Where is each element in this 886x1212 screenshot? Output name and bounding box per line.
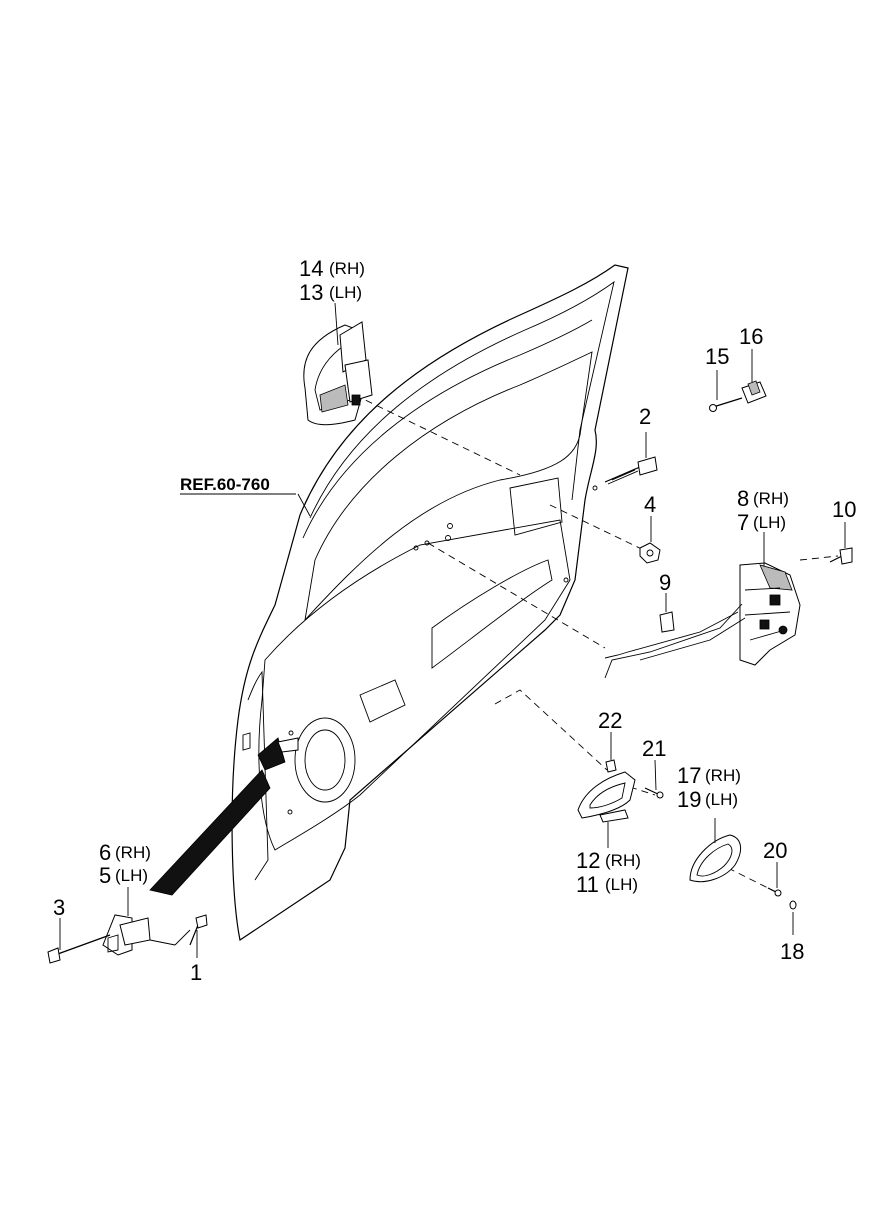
callout-8-7: 8 (RH) 7 (LH) (737, 486, 789, 535)
callout-number: 19 (677, 787, 701, 812)
bolt-2 (604, 456, 658, 485)
callout-15: 15 (705, 344, 729, 369)
inside-handle-lower (577, 759, 664, 823)
callout-number: 10 (832, 497, 856, 522)
callout-side: (LH) (115, 866, 148, 885)
callout-16: 16 (739, 324, 763, 349)
callout-20: 20 (763, 838, 787, 863)
callout-number: 8 (737, 486, 749, 511)
callout-number: 21 (642, 736, 666, 761)
callout-number: 11 (576, 872, 599, 897)
callout-number: 18 (780, 939, 804, 964)
callout-21: 21 (642, 736, 666, 761)
striker-15-16 (709, 380, 767, 412)
callout-number: 2 (639, 404, 651, 429)
screw-10 (829, 547, 853, 565)
callout-side: (LH) (329, 283, 362, 302)
callout-number: 5 (99, 863, 111, 888)
callout-number: 20 (763, 838, 787, 863)
callout-18: 18 (780, 939, 804, 964)
latch-assembly (604, 562, 801, 679)
callout-side: (LH) (605, 875, 638, 894)
callout-2: 2 (639, 404, 651, 429)
callout-side: (RH) (753, 489, 789, 508)
callout-number: 15 (705, 344, 729, 369)
callout-17-19: 17 (RH) 19 (LH) (677, 763, 741, 812)
callout-number: 16 (739, 324, 763, 349)
inside-handle-upper (303, 321, 373, 426)
door-checker (102, 730, 299, 956)
callout-side: (RH) (705, 766, 741, 785)
screw-20-cap-18 (767, 887, 797, 910)
callout-number: 7 (737, 510, 749, 535)
callout-12-11: 12 (RH) 11 (LH) (576, 848, 641, 897)
callout-number: 14 (299, 256, 323, 281)
callout-number: 13 (299, 280, 323, 305)
callout-9: 9 (659, 570, 671, 595)
assembly-lines (354, 394, 839, 894)
callout-4: 4 (644, 492, 656, 517)
callout-1: 1 (190, 960, 202, 985)
door-panel (231, 264, 629, 941)
callout-number: 4 (644, 492, 656, 517)
callout-number: 17 (677, 763, 701, 788)
callout-22: 22 (598, 708, 622, 733)
callout-number: 12 (576, 848, 600, 873)
callout-6-5: 6 (RH) 5 (LH) (99, 840, 151, 888)
callout-number: 9 (659, 570, 671, 595)
callout-number: 6 (99, 840, 111, 865)
callout-10: 10 (832, 497, 856, 522)
callout-3: 3 (53, 895, 65, 920)
callout-side: (RH) (605, 851, 641, 870)
reference-label: REF.60-760 (180, 475, 270, 494)
nut-4 (639, 542, 661, 564)
handle-cover (689, 834, 742, 883)
callout-number: 1 (190, 960, 202, 985)
callout-side: (LH) (753, 513, 786, 532)
callout-side: (LH) (705, 790, 738, 809)
leader-lines (59, 302, 846, 958)
callout-14-13: 14 (RH) 13 (LH) (299, 256, 365, 305)
callout-side: (RH) (115, 843, 151, 862)
callout-number: 3 (53, 895, 65, 920)
callout-side: (RH) (329, 259, 365, 278)
callout-number: 22 (598, 708, 622, 733)
bolts-3-1 (47, 914, 208, 964)
